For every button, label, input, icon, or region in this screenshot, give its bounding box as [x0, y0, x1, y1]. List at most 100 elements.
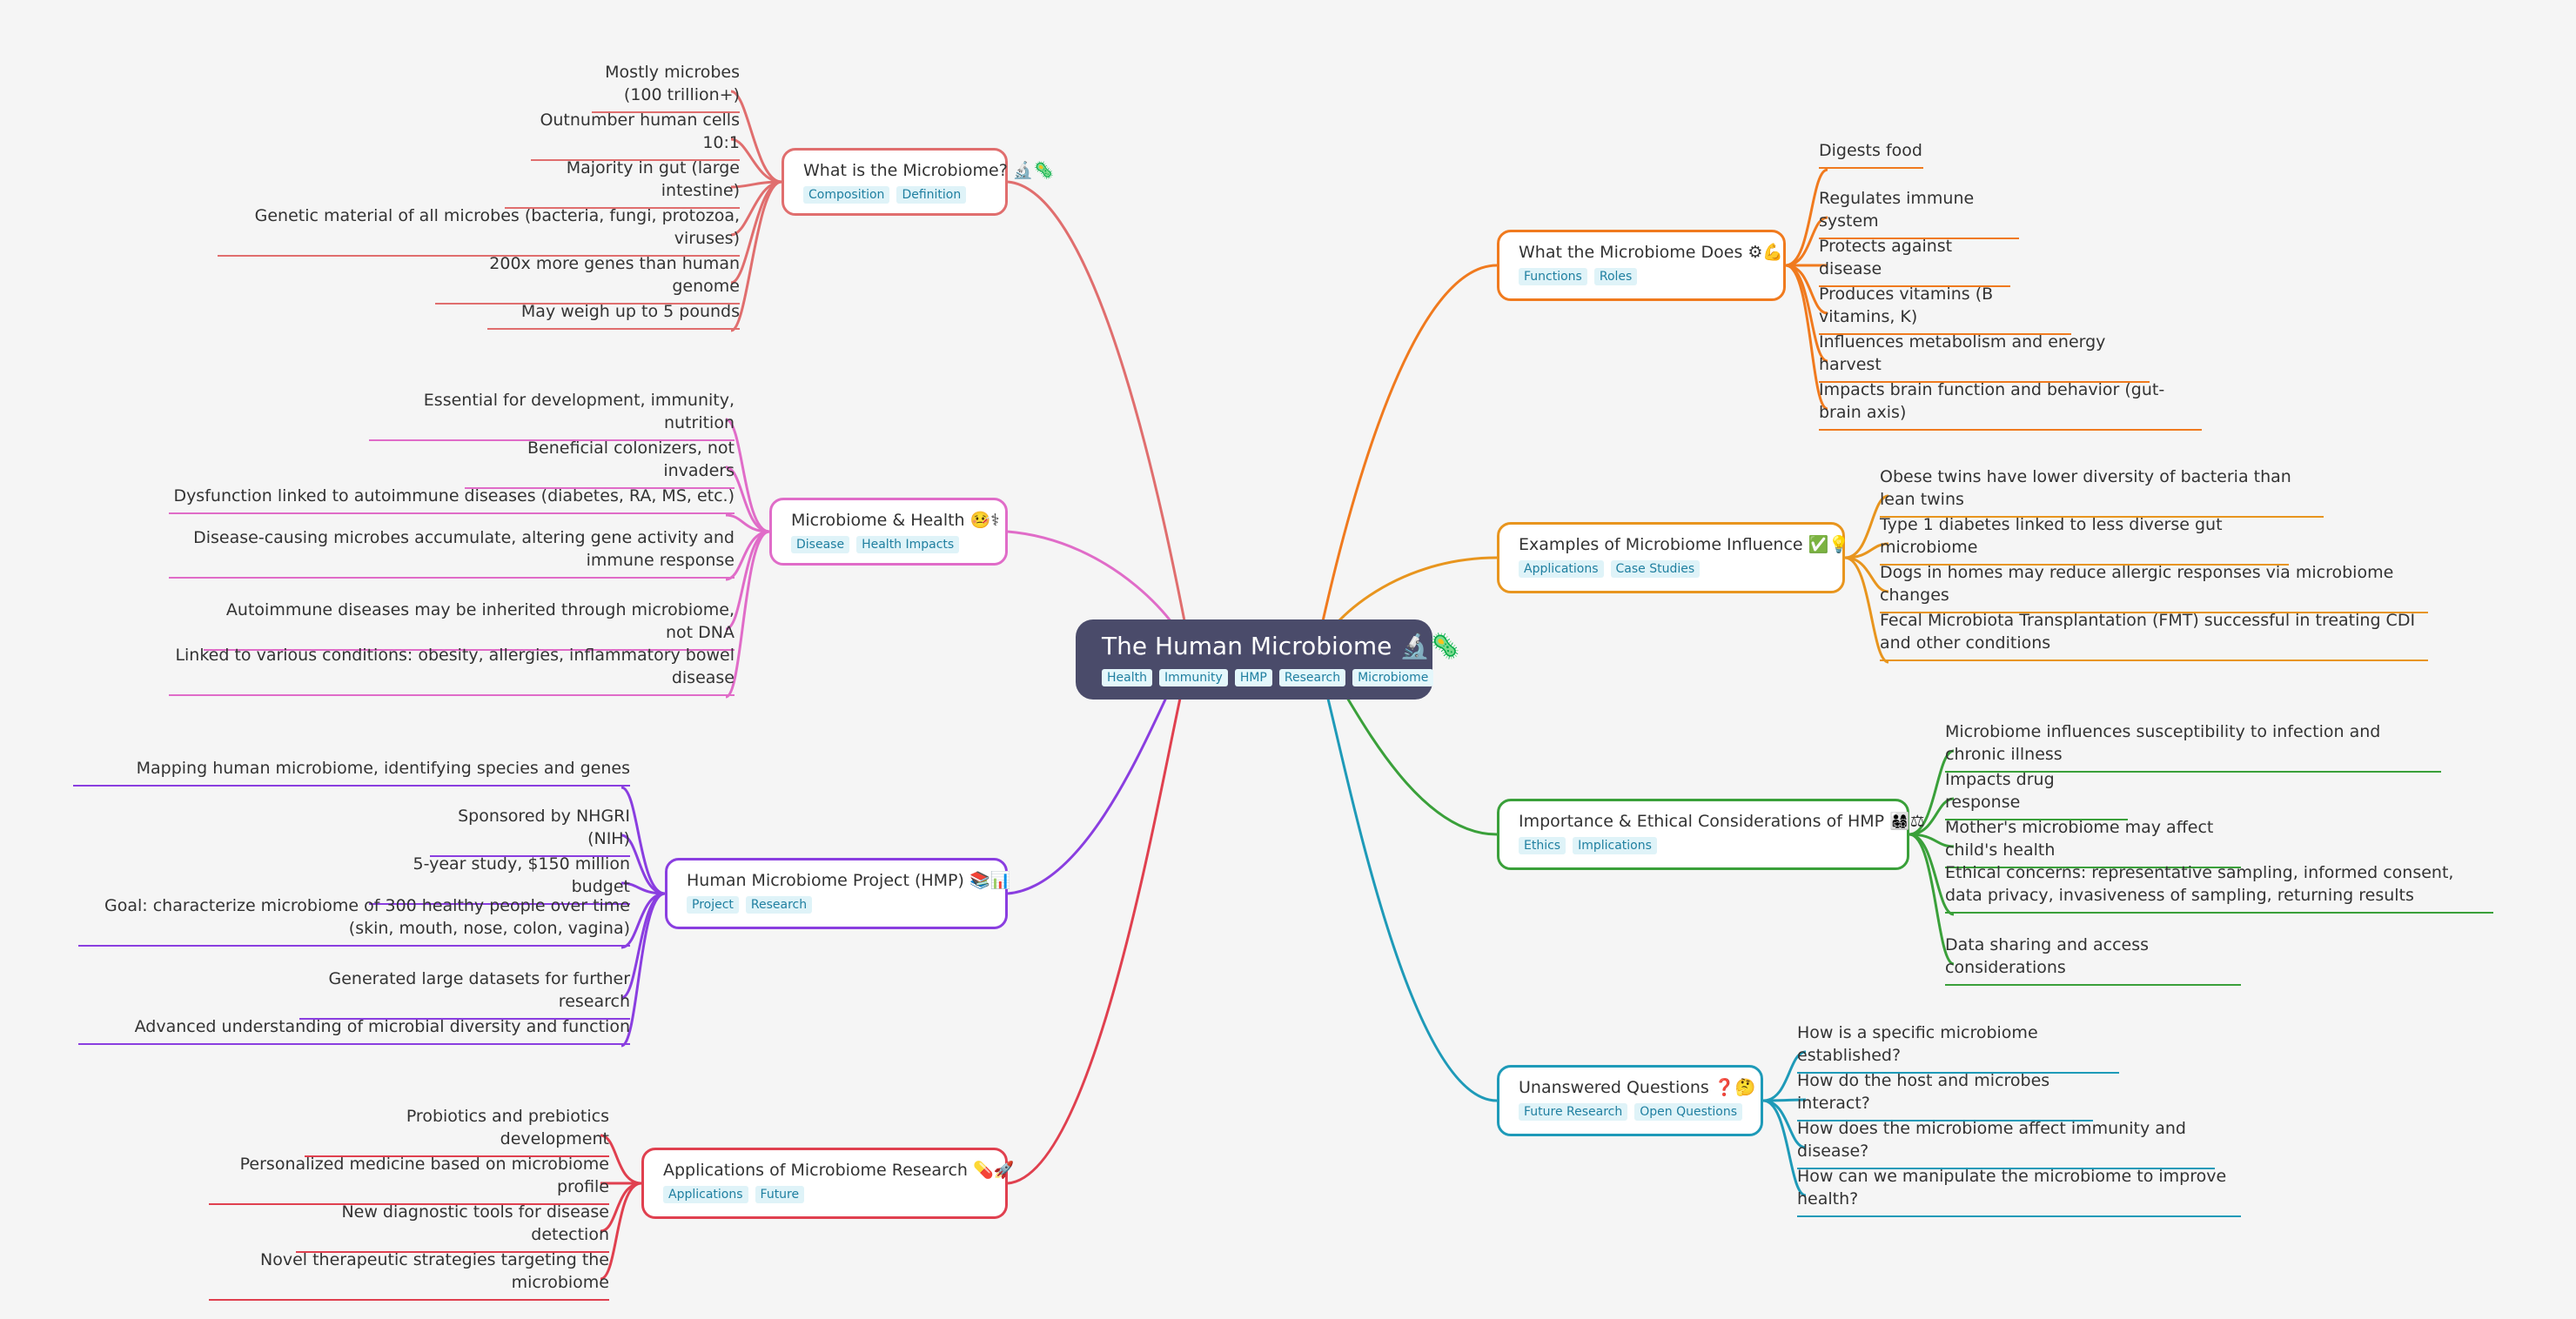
- leaf-label: Novel therapeutic strategies targeting t…: [259, 1250, 609, 1292]
- leaf-label: Mapping human microbiome, identifying sp…: [136, 759, 630, 778]
- leaf-label: Microbiome influences susceptibility to …: [1945, 722, 2381, 764]
- leaf-node[interactable]: 5-year study, $150 million budget: [369, 853, 630, 905]
- leaf-node[interactable]: Disease-causing microbes accumulate, alt…: [169, 526, 735, 579]
- leaf-node[interactable]: Obese twins have lower diversity of bact…: [1880, 465, 2324, 518]
- root-link: [1007, 656, 1194, 1185]
- leaf-node[interactable]: 200x more genes than human genome: [435, 252, 740, 305]
- leaf-label: Dogs in homes may reduce allergic respon…: [1880, 563, 2394, 605]
- leaf-label: New diagnostic tools for disease detecti…: [341, 1202, 609, 1244]
- topic-tag: Ethics: [1519, 837, 1566, 854]
- topic-tag: Definition: [896, 186, 967, 204]
- topic-tag: Applications: [663, 1186, 748, 1203]
- leaf-node[interactable]: May weigh up to 5 pounds: [487, 300, 740, 330]
- leaf-node[interactable]: How does the microbiome affect immunity …: [1797, 1117, 2215, 1169]
- leaf-label: Outnumber human cells 10:1: [540, 110, 740, 152]
- leaf-label: Genetic material of all microbes (bacter…: [254, 206, 740, 248]
- leaf-label: How does the microbiome affect immunity …: [1797, 1119, 2186, 1161]
- topic-tag: Research: [745, 896, 813, 914]
- leaf-node[interactable]: Dogs in homes may reduce allergic respon…: [1880, 561, 2428, 613]
- topic-title: What is the Microbiome? 🔬🦠: [803, 161, 1055, 180]
- leaf-label: Impacts brain function and behavior (gut…: [1819, 380, 2165, 422]
- leaf-label: Probiotics and prebiotics development: [406, 1107, 609, 1148]
- leaf-label: Personalized medicine based on microbiom…: [239, 1155, 609, 1196]
- root-tag: Microbiome: [1352, 669, 1434, 686]
- topic-title: Unanswered Questions ❓🤔: [1519, 1078, 1756, 1097]
- topic-questions[interactable]: Unanswered Questions ❓🤔 Future Research Op…: [1497, 1065, 1763, 1136]
- leaf-node[interactable]: Outnumber human cells 10:1: [531, 109, 740, 161]
- root-topic[interactable]: The Human Microbiome 🔬🦠 Health Immunity …: [1076, 619, 1461, 700]
- leaf-node[interactable]: Advanced understanding of microbial dive…: [78, 1015, 630, 1045]
- leaf-label: Influences metabolism and energy harvest: [1819, 332, 2106, 374]
- leaf-node[interactable]: Influences metabolism and energy harvest: [1819, 331, 2150, 383]
- leaf-label: Fecal Microbiota Transplantation (FMT) s…: [1880, 611, 2416, 653]
- leaf-label: 5-year study, $150 million budget: [413, 854, 631, 896]
- leaf-label: How do the host and microbes interact?: [1797, 1071, 2050, 1113]
- leaf-node[interactable]: How is a specific microbiome established…: [1797, 1021, 2119, 1074]
- topic-title: Human Microbiome Project (HMP) 📚📊: [687, 871, 1011, 890]
- leaf-label: Ethical concerns: representative samplin…: [1945, 863, 2454, 905]
- leaf-label: Type 1 diabetes linked to less diverse g…: [1880, 515, 2223, 557]
- topic-hmp[interactable]: Human Microbiome Project (HMP) 📚📊 Project…: [665, 858, 1011, 929]
- leaf-node[interactable]: How do the host and microbes interact?: [1797, 1069, 2093, 1121]
- leaf-label: Disease-causing microbes accumulate, alt…: [193, 528, 735, 570]
- leaf-label: Generated large datasets for further res…: [328, 969, 631, 1011]
- topic-ethics[interactable]: Importance & Ethical Considerations of H…: [1497, 799, 1925, 870]
- leaf-node[interactable]: Microbiome influences susceptibility to …: [1945, 720, 2441, 773]
- topic-examples[interactable]: Examples of Microbiome Influence ✅💡Appli…: [1497, 522, 1849, 593]
- leaf-label: Essential for development, immunity, nut…: [423, 391, 735, 432]
- leaf-node[interactable]: New diagnostic tools for disease detecti…: [296, 1201, 609, 1253]
- leaf-node[interactable]: Goal: characterize microbiome of 300 hea…: [78, 894, 630, 947]
- leaf-label: Digests food: [1819, 141, 1922, 160]
- leaf-node[interactable]: Ethical concerns: representative samplin…: [1945, 861, 2493, 914]
- root-tag: Research: [1278, 669, 1346, 686]
- leaf-node[interactable]: Impacts drug response: [1945, 768, 2128, 820]
- root-link: [1312, 656, 1498, 1102]
- topic-tag: Functions: [1519, 268, 1587, 285]
- leaf-node[interactable]: Genetic material of all microbes (bacter…: [218, 204, 740, 257]
- topic-tag: Open Questions: [1634, 1103, 1743, 1121]
- root-title: The Human Microbiome 🔬🦠: [1102, 632, 1461, 660]
- leaf-node[interactable]: Mostly microbes (100 trillion+): [592, 61, 740, 113]
- root-tags: Health Immunity HMP Research Microbiome: [1102, 669, 1434, 686]
- leaf-label: How can we manipulate the microbiome to …: [1797, 1167, 2227, 1209]
- topic-applications[interactable]: Applications of Microbiome Research 💊🚀Ap…: [641, 1148, 1014, 1219]
- leaf-label: Autoimmune diseases may be inherited thr…: [225, 600, 735, 642]
- leaf-node[interactable]: Essential for development, immunity, nut…: [369, 389, 735, 441]
- leaf-node[interactable]: Sponsored by NHGRI (NIH): [430, 805, 630, 857]
- leaf-node[interactable]: Digests food: [1819, 139, 1923, 169]
- leaf-node[interactable]: Type 1 diabetes linked to less diverse g…: [1880, 513, 2289, 566]
- leaf-label: How is a specific microbiome established…: [1797, 1023, 2038, 1065]
- leaf-node[interactable]: Mother's microbiome may affect child's h…: [1945, 816, 2241, 868]
- topic-tag: Future Research: [1519, 1103, 1628, 1121]
- leaf-node[interactable]: Data sharing and access considerations: [1945, 934, 2241, 986]
- leaf-node[interactable]: Novel therapeutic strategies targeting t…: [209, 1249, 609, 1301]
- leaf-label: Mother's microbiome may affect child's h…: [1945, 818, 2214, 860]
- leaf-node[interactable]: Beneficial colonizers, not invaders: [465, 437, 735, 489]
- leaf-node[interactable]: Dysfunction linked to autoimmune disease…: [169, 485, 735, 514]
- leaf-node[interactable]: Mapping human microbiome, identifying sp…: [73, 757, 630, 787]
- topic-tag: Roles: [1593, 268, 1638, 285]
- leaf-node[interactable]: Majority in gut (large intestine): [505, 157, 740, 209]
- leaf-node[interactable]: How can we manipulate the microbiome to …: [1797, 1165, 2241, 1217]
- leaf-node[interactable]: Regulates immune system: [1819, 187, 2019, 239]
- leaf-node[interactable]: Impacts brain function and behavior (gut…: [1819, 378, 2202, 431]
- leaf-label: Majority in gut (large intestine): [566, 158, 740, 200]
- leaf-label: Dysfunction linked to autoimmune disease…: [173, 486, 735, 506]
- leaf-node[interactable]: Generated large datasets for further res…: [299, 967, 630, 1020]
- topic-title: Importance & Ethical Considerations of H…: [1519, 812, 1925, 831]
- leaf-node[interactable]: Autoimmune diseases may be inherited thr…: [204, 599, 735, 651]
- topic-tags: Future Research Open Questions: [1519, 1103, 1743, 1121]
- leaf-node[interactable]: Linked to various conditions: obesity, a…: [169, 644, 735, 696]
- leaf-node[interactable]: Probiotics and prebiotics development: [305, 1105, 609, 1157]
- leaf-node[interactable]: Protects against disease: [1819, 235, 2010, 287]
- leaf-node[interactable]: Produces vitamins (B vitamins, K): [1819, 283, 2071, 335]
- leaf-node[interactable]: Personalized medicine based on microbiom…: [209, 1153, 609, 1205]
- topic-tag: Disease: [791, 536, 850, 553]
- leaf-node[interactable]: Fecal Microbiota Transplantation (FMT) s…: [1880, 609, 2428, 661]
